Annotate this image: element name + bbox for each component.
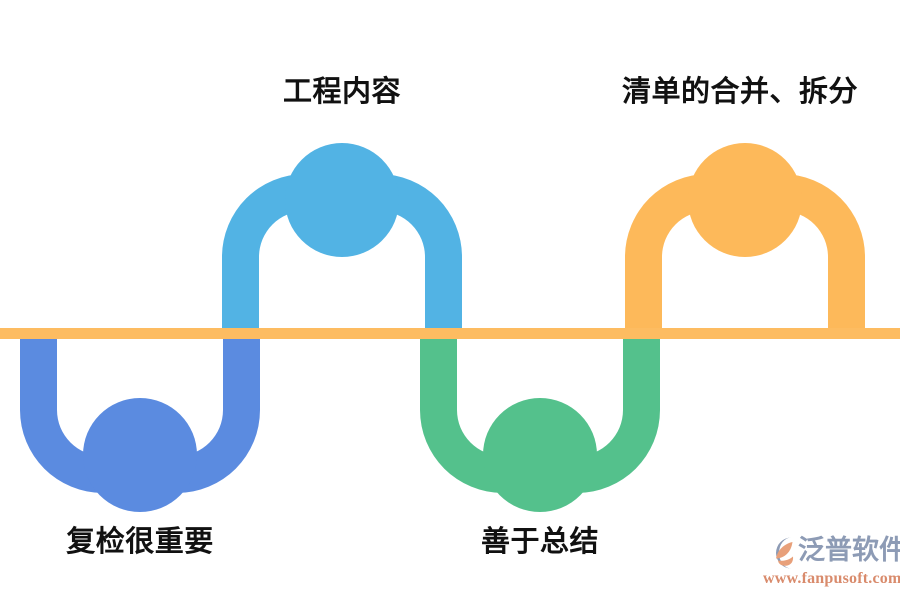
node-label-list-merge-split: 清单的合并、拆分 [621,76,859,108]
node-circle-list-merge-split [688,143,802,257]
node-stem-engineering-content [222,174,462,334]
node-shape-list-merge-split [625,143,865,334]
node-shape-good-at-summary [420,333,660,512]
horizontal-timeline-bar [0,328,900,339]
node-label-recheck: 复检很重要 [66,526,214,558]
watermark-url-text: www.fanpusoft.com [763,570,900,587]
node-shape-engineering-content [222,143,462,334]
node-stem-list-merge-split [625,174,865,334]
node-shape-recheck [20,333,260,512]
node-circle-engineering-content [285,143,399,257]
node-label-engineering-content: 工程内容 [282,76,402,108]
node-label-good-at-summary: 善于总结 [480,526,600,558]
fanpu-crescent-leaf-logo-icon [776,537,794,569]
node-circle-good-at-summary [483,398,597,512]
node-stem-good-at-summary [420,333,660,493]
watermark-brand-text: 泛普软件 [798,535,900,565]
node-stem-recheck [20,333,260,493]
watermark: 泛普软件 www.fanpusoft.com [762,533,900,591]
node-circle-recheck [83,398,197,512]
